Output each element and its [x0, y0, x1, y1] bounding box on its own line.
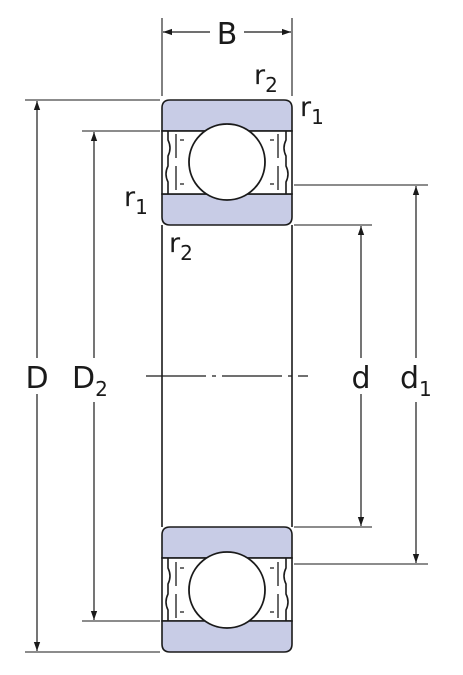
extension-lines	[25, 18, 428, 653]
label-r2-top: r2	[254, 60, 278, 97]
upper-left-shield-inner	[175, 134, 184, 190]
label-r1-top: r1	[300, 92, 324, 129]
bearing-section	[146, 99, 308, 653]
label-B: B	[217, 17, 238, 52]
label-d1: d1	[400, 361, 432, 401]
upper-right-shield-inner	[270, 134, 279, 190]
lower-right-shield-inner	[270, 562, 279, 618]
label-D2: D2	[72, 361, 108, 401]
upper-ball	[188, 123, 266, 201]
label-d: d	[351, 361, 370, 396]
lower-outer-ring	[161, 620, 293, 653]
label-r1-left: r1	[124, 182, 148, 219]
lower-left-shield-inner	[175, 562, 184, 618]
upper-right-shield	[283, 131, 289, 194]
label-r2-left: r2	[169, 228, 193, 265]
label-D: D	[25, 361, 48, 396]
lower-right-shield	[283, 558, 289, 621]
upper-inner-ring	[161, 193, 293, 226]
lower-ball	[188, 551, 266, 629]
upper-left-shield	[165, 131, 171, 194]
lower-left-shield	[165, 558, 171, 621]
